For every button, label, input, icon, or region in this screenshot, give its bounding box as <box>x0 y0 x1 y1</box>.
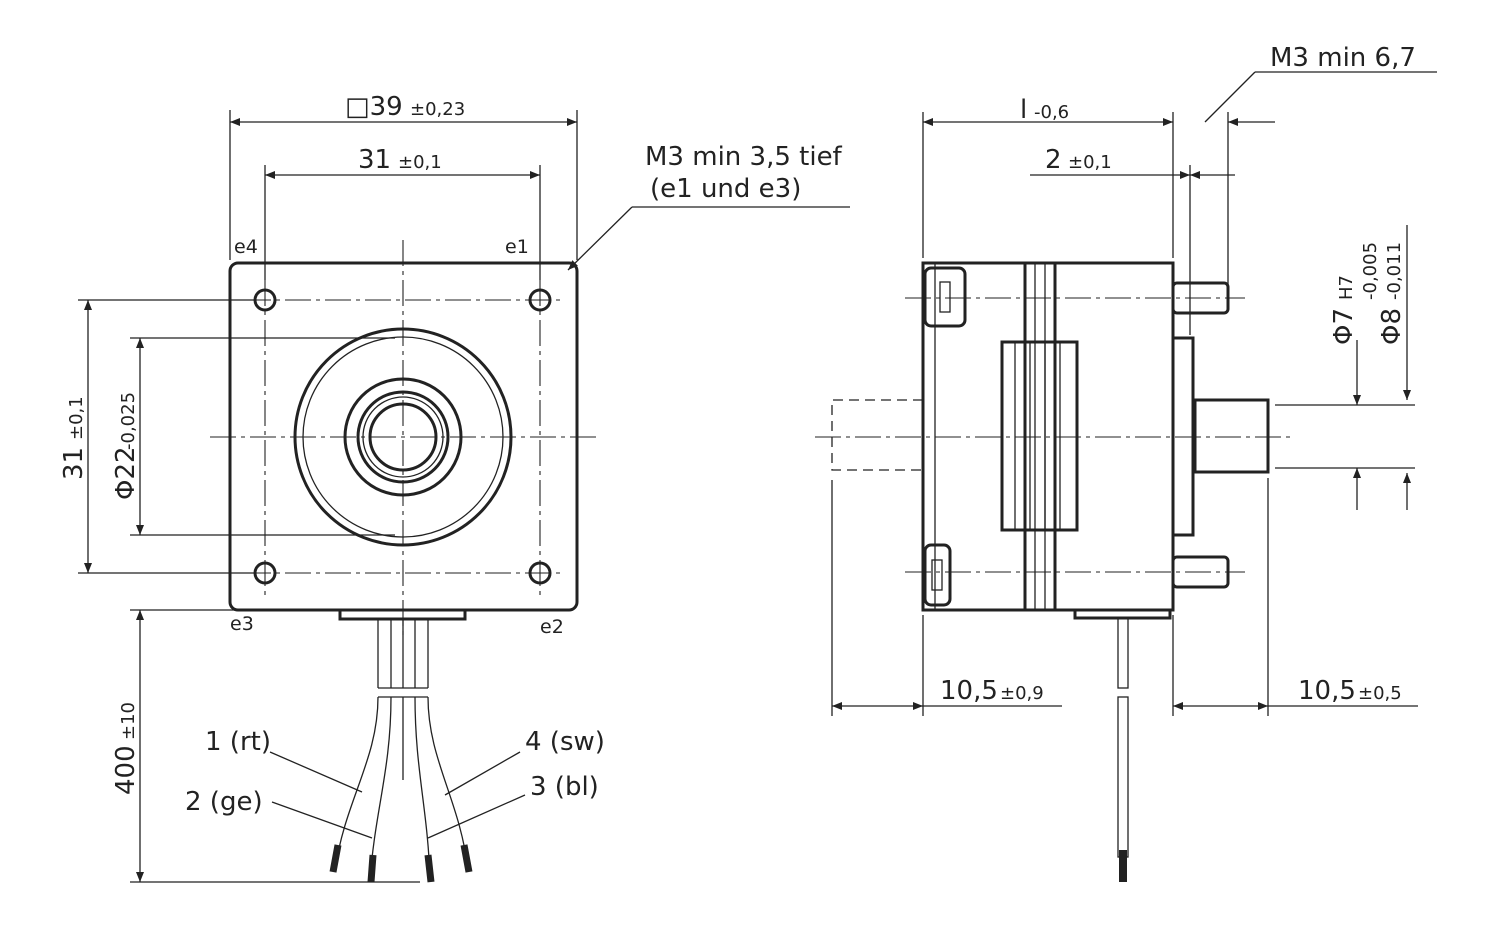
thread-note-front: M3 min 3,5 tief (e1 und e3) <box>567 142 850 271</box>
side-screws <box>923 266 967 607</box>
dim-square-tol: ±0,23 <box>410 99 465 120</box>
thread-note-side-text: M3 min 6,7 <box>1270 43 1416 73</box>
dim-pin-tol: ±0,1 <box>1068 152 1112 173</box>
dim-shaft-tol-upper: -0,005 <box>1360 242 1381 300</box>
dim-shaft-tol-lower: -0,011 <box>1384 242 1405 300</box>
cable-connector <box>338 608 467 621</box>
dim-length-value: l <box>1020 95 1027 125</box>
dim-length: l -0,6 <box>922 95 1275 285</box>
dim-diameter-22: Φ22 -0,025 <box>111 337 395 536</box>
wire-labels: 1 (rt) 2 (ge) 4 (sw) 3 (bl) <box>185 727 605 839</box>
dim-left-shaft-value: 10,5 <box>940 676 998 706</box>
dim-hole-h-value: 31 <box>358 145 391 175</box>
wire-label-3: 3 (bl) <box>530 772 599 802</box>
dim-pin: 2 ±0,1 <box>1030 145 1235 335</box>
right-shaft <box>1193 398 1270 474</box>
left-shaft <box>831 399 923 471</box>
front-view: □39 ±0,23 31 ±0,1 M3 min 3,5 tief (e1 un… <box>59 92 850 883</box>
dim-hole-spacing-h: 31 ±0,1 <box>264 145 541 280</box>
wire-label-1: 1 (rt) <box>205 727 271 757</box>
dim-bore-value: Φ7 <box>1329 308 1359 345</box>
dim-left-shaft: 10,5 ±0,9 <box>831 480 1062 716</box>
thread-note-line2: (e1 und e3) <box>650 174 801 204</box>
dim-hole-h-tol: ±0,1 <box>398 152 442 173</box>
corner-label-e4: e4 <box>234 236 258 258</box>
corner-label-e2: e2 <box>540 616 564 638</box>
dim-diameter-value: Φ22 <box>111 446 141 500</box>
dim-square-value: □39 <box>345 92 403 122</box>
dim-left-shaft-tol: ±0,9 <box>1000 683 1044 704</box>
dim-right-shaft: 10,5 ±0,5 <box>1172 478 1418 716</box>
dim-hole-spacing-v: 31 ±0,1 <box>59 299 255 574</box>
dim-right-shaft-tol: ±0,5 <box>1358 683 1402 704</box>
thread-note-side: M3 min 6,7 <box>1204 43 1437 123</box>
cable-wires <box>329 620 473 883</box>
dim-shaft-value: Φ8 <box>1377 308 1407 345</box>
dim-right-shaft-value: 10,5 <box>1298 676 1356 706</box>
side-cable <box>1117 617 1129 882</box>
wire-label-2: 2 (ge) <box>185 787 263 817</box>
corner-label-e3: e3 <box>230 613 254 635</box>
dim-cable-length-tol: ±10 <box>118 702 139 740</box>
side-view: l -0,6 M3 min 6,7 2 ±0,1 Φ7 H7 Φ8 -0,005… <box>815 43 1437 882</box>
dim-pin-value: 2 <box>1045 145 1062 175</box>
dim-cable-length-value: 400 <box>111 745 141 795</box>
dim-hole-v-value: 31 <box>59 447 89 480</box>
dim-hole-v-tol: ±0,1 <box>66 396 87 440</box>
side-connector <box>1073 608 1172 620</box>
thread-note-line1: M3 min 3,5 tief <box>645 142 843 172</box>
center-lines <box>210 240 600 640</box>
dim-length-tol: -0,6 <box>1034 102 1069 123</box>
dim-cable-length: 400 ±10 <box>111 609 420 883</box>
dim-bore-and-shaft: Φ7 H7 Φ8 -0,005 -0,011 <box>1275 225 1415 510</box>
dim-bore-tol: H7 <box>1336 275 1357 300</box>
rotor-cylinder <box>1000 340 1079 532</box>
corner-label-e1: e1 <box>505 236 529 258</box>
dim-diameter-tol: -0,025 <box>118 392 139 450</box>
wire-label-4: 4 (sw) <box>525 727 605 757</box>
dim-square: □39 ±0,23 <box>229 92 578 260</box>
